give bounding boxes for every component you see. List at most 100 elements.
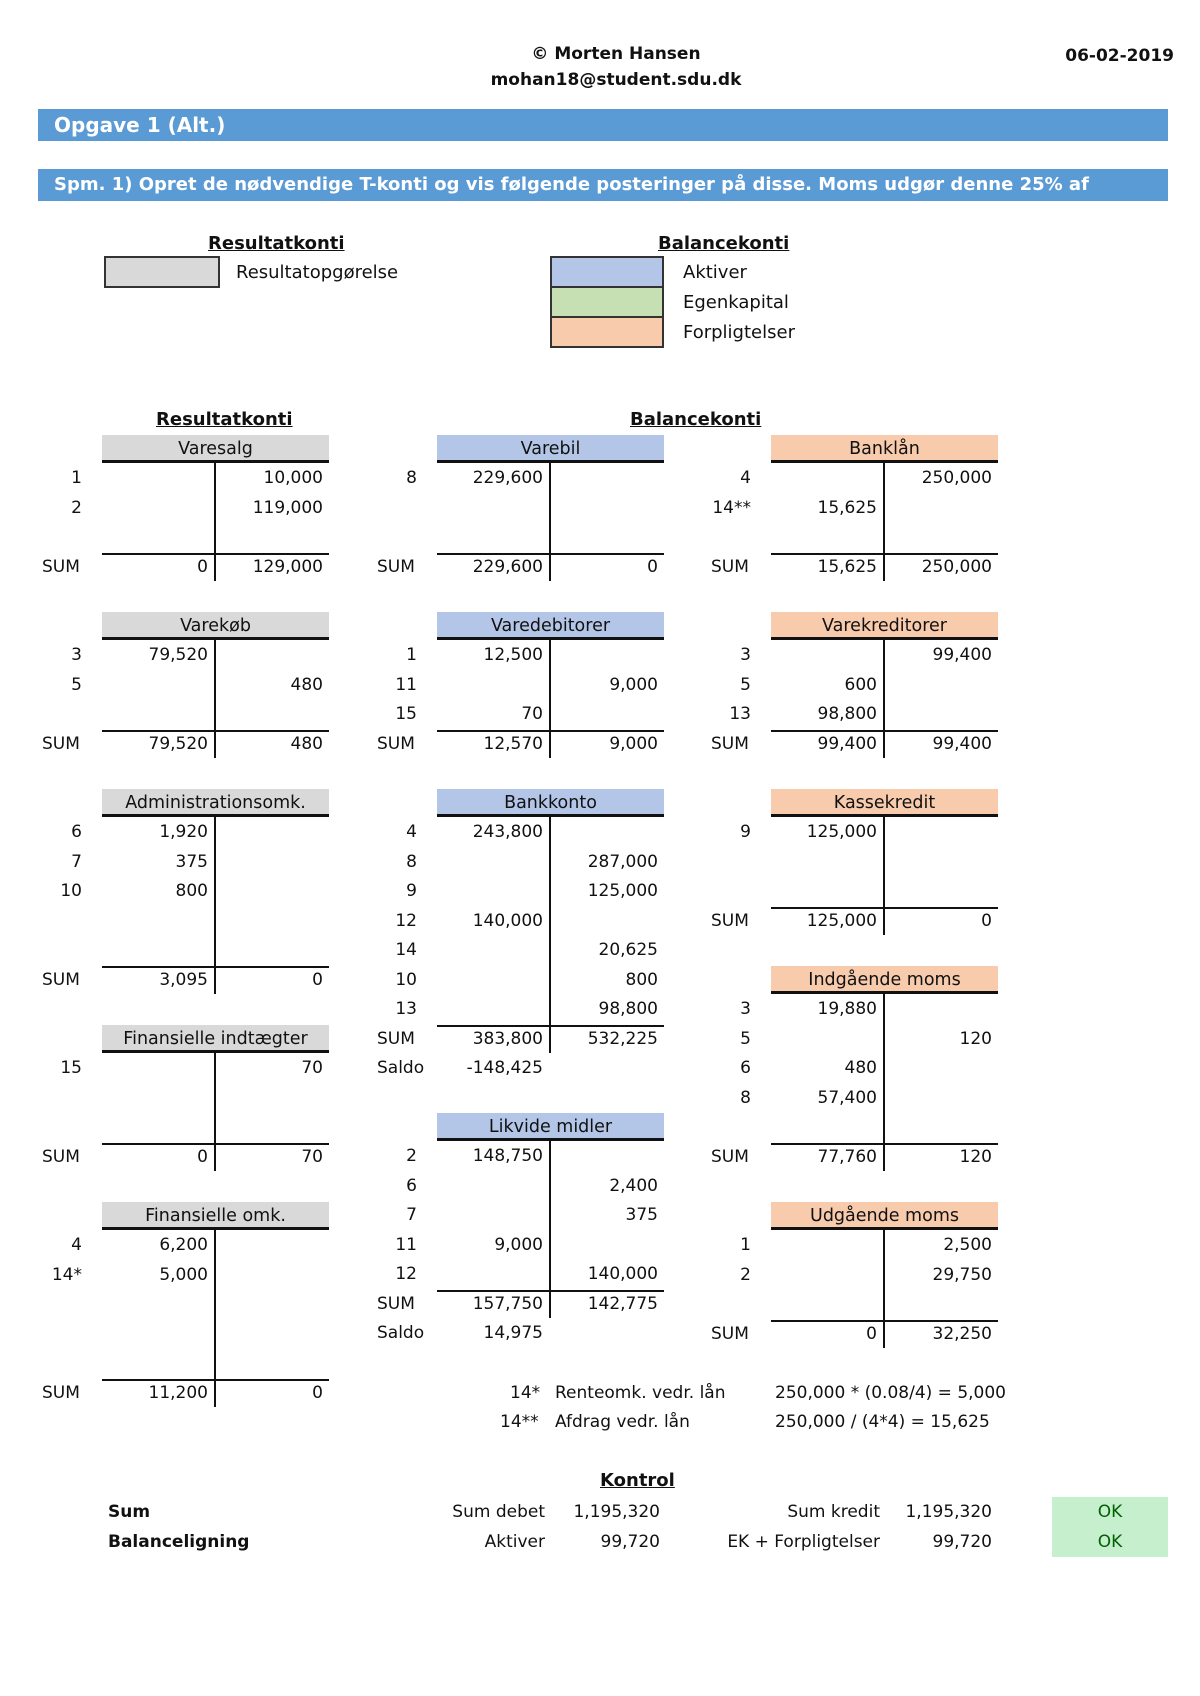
t-account-title: Finansielle omk.: [102, 1202, 329, 1230]
debit-value: 12,500: [483, 645, 543, 665]
t-account-title: Varekøb: [102, 612, 329, 640]
debit-value: 140,000: [472, 910, 543, 931]
debit-value: 77,760: [817, 1146, 877, 1167]
entry-ref: 3: [71, 645, 82, 665]
legend-item-egenkapital: Egenkapital: [683, 292, 789, 313]
credit-value: 10,000: [263, 468, 323, 488]
credit-value: 375: [625, 1205, 658, 1225]
row-label: SUM: [711, 1146, 749, 1167]
debit-value: 14,975: [483, 1323, 543, 1343]
row-label: SUM: [42, 969, 80, 990]
debit-value: 148,750: [472, 1146, 543, 1166]
entry-ref: 12: [395, 910, 417, 931]
t-account-divider: [214, 1053, 216, 1171]
kontrol-right-value: 99,720: [932, 1532, 992, 1552]
debit-value: 600: [844, 674, 877, 695]
entry-ref: 4: [71, 1235, 82, 1255]
t-account-sum-line: [102, 552, 329, 555]
credit-value: 2,500: [943, 1235, 992, 1255]
credit-value: 120: [959, 1028, 992, 1049]
legend-swatch-result: [104, 256, 220, 288]
entry-ref: 14*: [51, 1264, 82, 1285]
question-bar: Spm. 1) Opret de nødvendige T-konti og v…: [38, 169, 1168, 227]
entry-ref: 13: [395, 999, 417, 1019]
credit-value: 250,000: [921, 556, 992, 577]
kontrol-left-value: 99,720: [600, 1532, 660, 1552]
author-name: © Morten Hansen: [531, 44, 701, 64]
t-account-divider: [883, 1230, 885, 1348]
credit-value: 287,000: [587, 851, 658, 872]
credit-value: 129,000: [252, 556, 323, 577]
debit-value: 243,800: [472, 822, 543, 842]
entry-ref: 8: [406, 468, 417, 488]
entry-ref: 9: [406, 881, 417, 901]
debit-value: 98,800: [817, 704, 877, 724]
t-account-sum-line: [771, 906, 998, 909]
debit-value: 6,200: [159, 1235, 208, 1255]
credit-value: 140,000: [587, 1264, 658, 1284]
entry-ref: 6: [740, 1058, 751, 1078]
entry-ref: 2: [740, 1264, 751, 1285]
row-label: Saldo: [377, 1323, 425, 1343]
entry-ref: 4: [406, 822, 417, 842]
row-label: SUM: [377, 733, 415, 754]
kontrol-left-value: 1,195,320: [573, 1502, 660, 1522]
credit-value: 800: [625, 969, 658, 990]
entry-ref: 2: [71, 497, 82, 518]
credit-value: 99,400: [932, 733, 992, 754]
row-label: SUM: [377, 1028, 415, 1049]
t-account-sum-line: [102, 1378, 329, 1381]
entry-row: 11 9,000: [377, 672, 707, 699]
entry-ref: 1: [740, 1235, 751, 1255]
credit-value: 9,000: [609, 674, 658, 695]
kontrol-row-label: Balanceligning: [108, 1532, 250, 1552]
t-account-title: Finansielle indtægter: [102, 1025, 329, 1053]
kontrol-right-label: EK + Forpligtelser: [727, 1532, 880, 1552]
entry-ref: 11: [395, 674, 417, 695]
legend-swatch-assets: [550, 256, 664, 288]
credit-value: 20,625: [598, 940, 658, 960]
entry-row: 14**15,625: [711, 495, 1041, 522]
entry-row: 12 140,000: [377, 908, 707, 935]
row-label: SUM: [711, 1323, 749, 1344]
entry-ref: 14: [395, 940, 417, 960]
entry-row: 14*5,000: [42, 1262, 372, 1289]
entry-ref: 5: [740, 1028, 751, 1049]
entry-row: 14 20,625: [377, 937, 707, 964]
row-label: SUM: [377, 1293, 415, 1314]
credit-value: 0: [647, 556, 658, 577]
debit-value: 19,880: [817, 999, 877, 1019]
entry-row: 1 2,500: [711, 1232, 1041, 1259]
row-label: SUM: [42, 1146, 80, 1167]
debit-value: 9,000: [494, 1234, 543, 1255]
t-account-divider: [214, 817, 216, 994]
credit-value: 32,250: [932, 1323, 992, 1344]
debit-value: 0: [197, 1146, 208, 1167]
author-email: mohan18@student.sdu.dk: [490, 70, 742, 90]
t-account-title: Udgående moms: [771, 1202, 998, 1230]
debit-value: 125,000: [806, 910, 877, 931]
